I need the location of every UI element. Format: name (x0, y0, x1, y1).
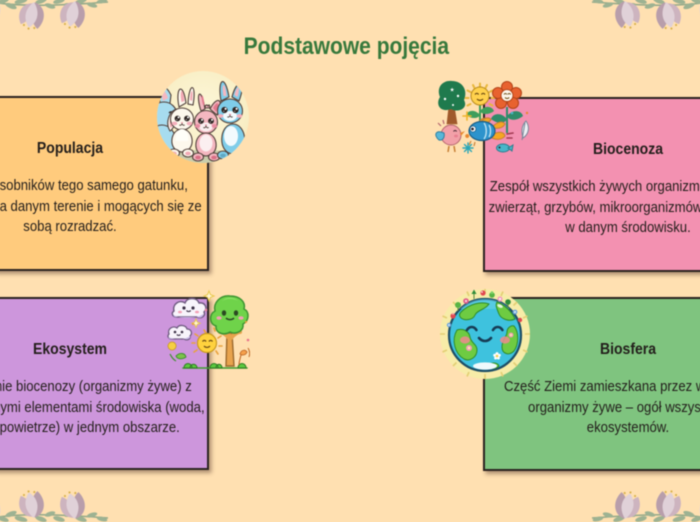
corner-garland-top-right-icon (590, 0, 700, 34)
corner-garland-bottom-left-icon (0, 486, 110, 522)
card-ekosystem-text: Połączenie biocenozy (organizmy żywe) z … (0, 377, 263, 439)
corner-garland-bottom-right-icon (590, 486, 700, 522)
card-populacja-text: Grupa osobników tego samego gatunku, żyj… (0, 176, 263, 238)
card-biosfera-title: Biosfera (508, 340, 700, 359)
nature-doodles-illustration (435, 79, 534, 157)
card-biocenoza-title: Biocenoza (508, 140, 700, 159)
corner-garland-top-left-icon (0, 0, 110, 34)
card-biocenoza-text: Zespół wszystkich żywych organizmów – ro… (436, 177, 700, 239)
bunnies-illustration (157, 71, 249, 163)
kawaii-landscape-illustration (160, 288, 250, 375)
page-title: Podstawowe pojęcia (0, 34, 696, 60)
smiling-earth-illustration (439, 288, 531, 380)
card-biosfera-text: Część Ziemi zamieszkana przez wszystkie … (436, 377, 700, 439)
